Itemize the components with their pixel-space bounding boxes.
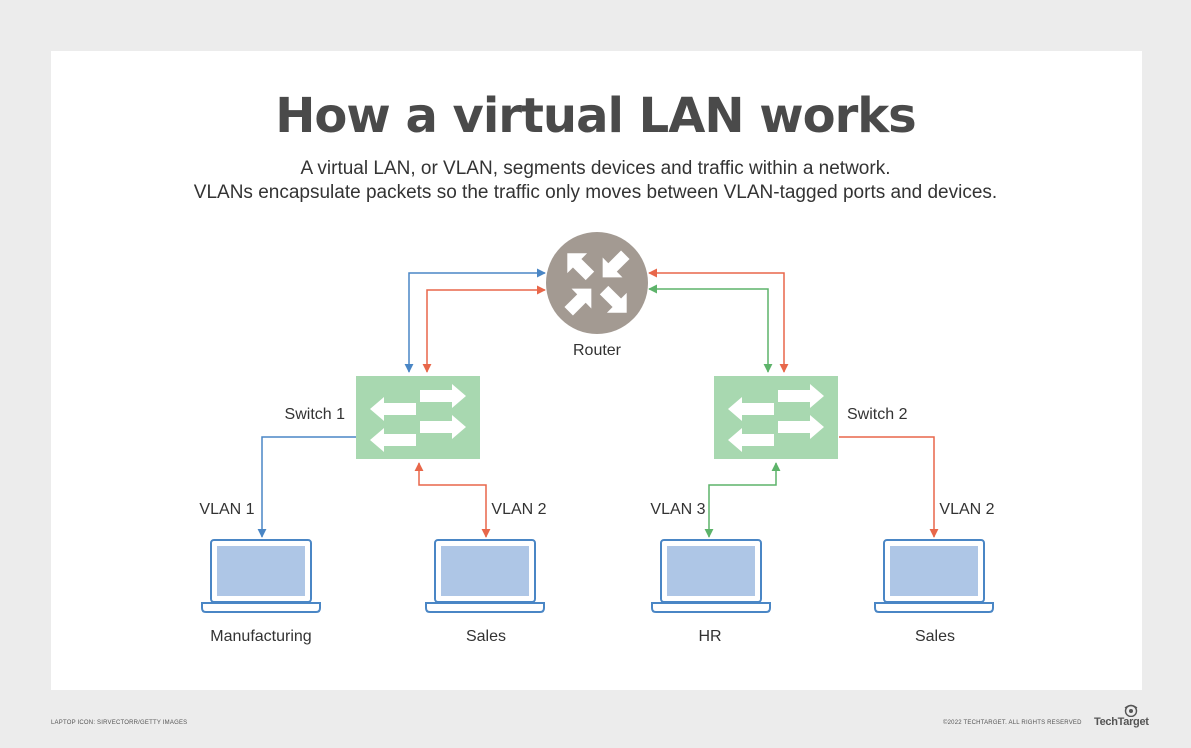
image-credit: LAPTOP ICON: SIRVECTORR/GETTY IMAGES bbox=[51, 720, 188, 726]
vlan-label-4: VLAN 2 bbox=[939, 501, 994, 518]
router-label: Router bbox=[573, 342, 622, 359]
vlan-label-2: VLAN 2 bbox=[491, 501, 546, 518]
link-router-switch2-vlan2 bbox=[648, 268, 789, 373]
switch-2-icon bbox=[714, 376, 838, 459]
device-label-sales-2: Sales bbox=[915, 628, 955, 645]
link-switch1-sales bbox=[414, 462, 491, 538]
link-switch2-hr bbox=[704, 462, 781, 538]
vlan-label-3: VLAN 3 bbox=[650, 501, 705, 518]
vlan-label-1: VLAN 1 bbox=[199, 501, 254, 518]
copyright: ©2022 TECHTARGET. ALL RIGHTS RESERVED bbox=[943, 720, 1082, 726]
link-switch1-manufacturing bbox=[257, 436, 356, 538]
subtitle-line-2: VLANs encapsulate packets so the traffic… bbox=[193, 182, 998, 203]
laptop-icon bbox=[201, 539, 321, 613]
laptop-icon bbox=[425, 539, 545, 613]
subtitle-line-1: A virtual LAN, or VLAN, segments devices… bbox=[300, 158, 891, 179]
techtarget-brand: TechTarget bbox=[1094, 716, 1149, 728]
laptop-icon bbox=[651, 539, 771, 613]
link-router-switch2-vlan3 bbox=[648, 284, 773, 373]
techtarget-logo-icon bbox=[1124, 704, 1138, 717]
link-router-switch1-vlan1 bbox=[404, 268, 546, 373]
device-label-hr: HR bbox=[698, 628, 721, 645]
switch-1-icon bbox=[356, 376, 480, 459]
laptop-icon bbox=[874, 539, 994, 613]
link-switch2-sales bbox=[839, 436, 939, 538]
switch-1-label: Switch 1 bbox=[285, 406, 346, 423]
subtitle: A virtual LAN, or VLAN, segments devices… bbox=[0, 157, 1191, 205]
page-title: How a virtual LAN works bbox=[275, 88, 917, 144]
device-label-manufacturing: Manufacturing bbox=[210, 628, 311, 645]
link-router-switch1-vlan2 bbox=[422, 285, 546, 373]
device-label-sales-1: Sales bbox=[466, 628, 506, 645]
switch-2-label: Switch 2 bbox=[847, 406, 908, 423]
router-icon bbox=[546, 232, 648, 334]
